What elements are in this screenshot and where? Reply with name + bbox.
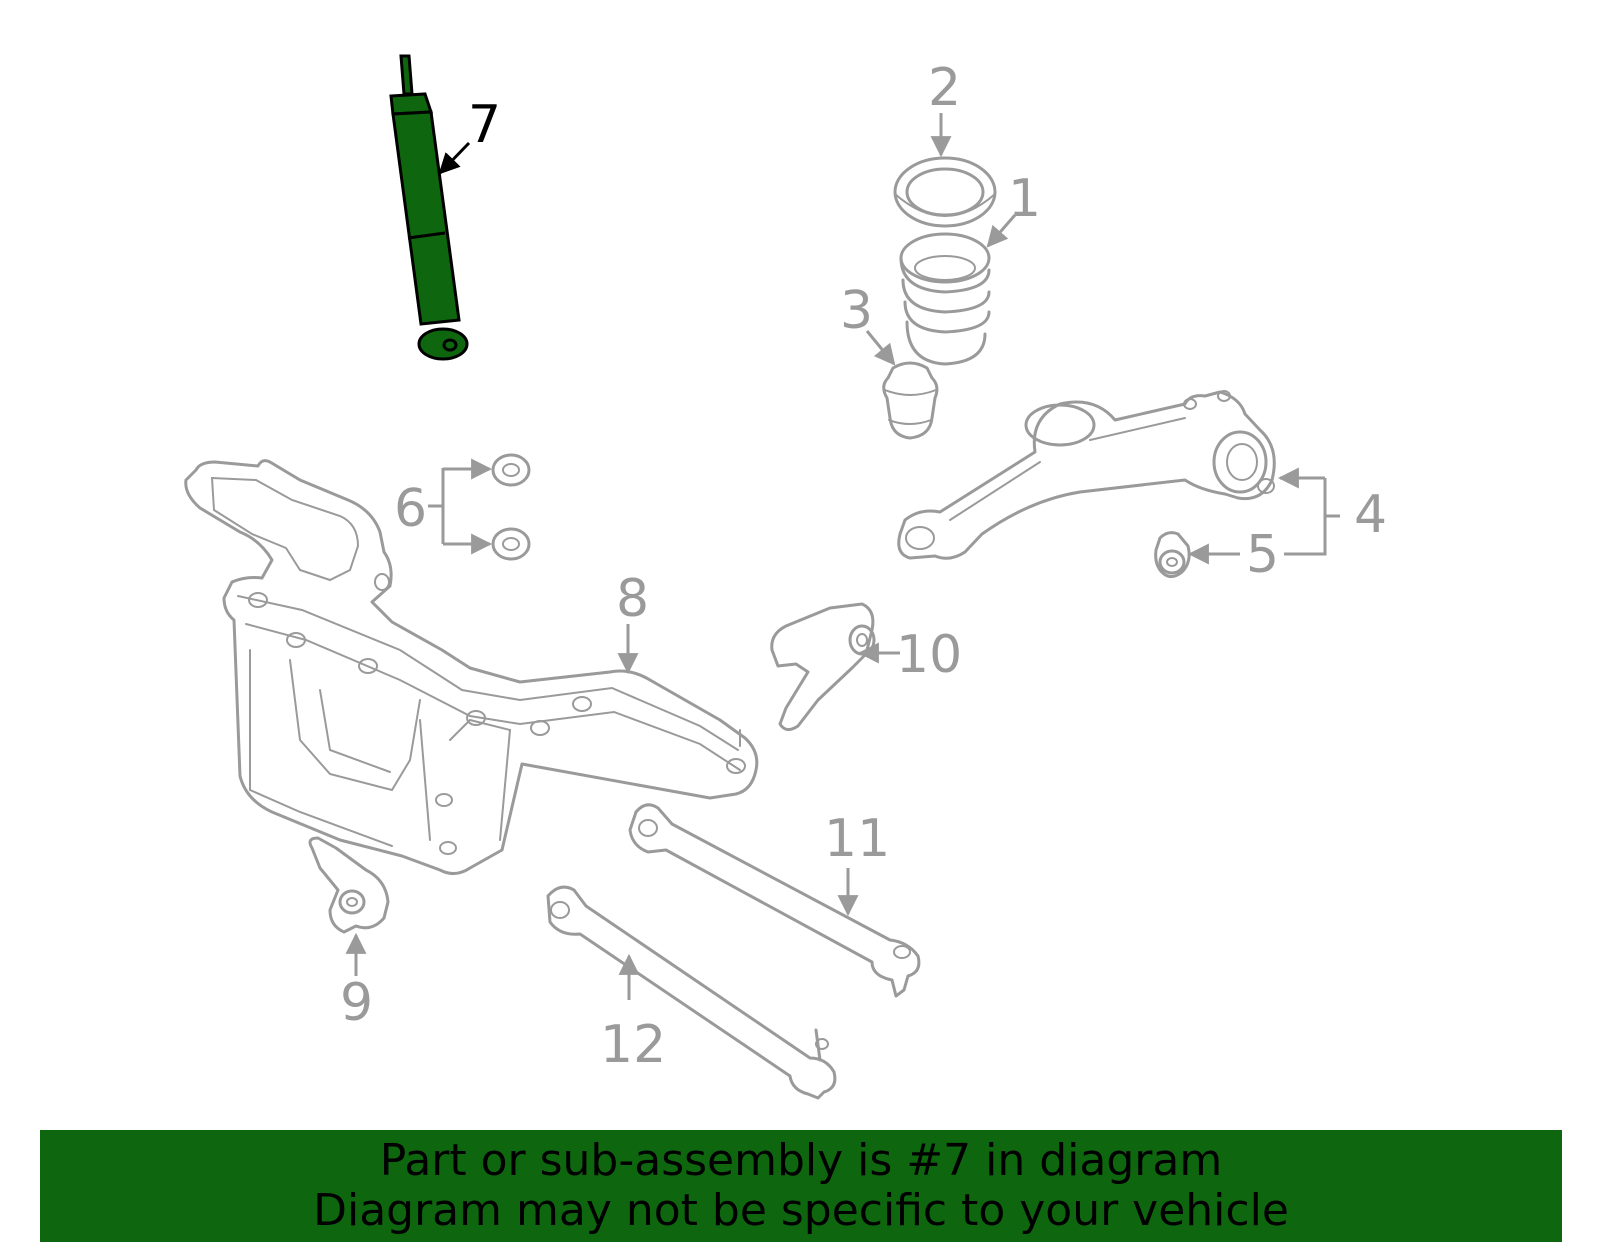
svg-text:5: 5: [1246, 525, 1279, 585]
svg-text:6: 6: [394, 479, 427, 539]
bracket-part-9[interactable]: [308, 836, 390, 934]
callout-9: 9: [340, 932, 373, 1033]
callout-8: 8: [616, 569, 649, 675]
nut-part-6-upper[interactable]: [491, 453, 531, 487]
callout-4: 4: [1277, 467, 1387, 556]
crossmember-part-8[interactable]: [184, 459, 759, 875]
svg-text:8: 8: [616, 569, 649, 629]
callout-1: 1: [986, 169, 1041, 248]
info-banner: Part or sub-assembly is #7 in diagram Di…: [40, 1130, 1562, 1242]
callout-7: 7: [438, 95, 501, 175]
svg-text:10: 10: [896, 625, 962, 685]
svg-text:4: 4: [1354, 485, 1387, 545]
nut-part-6-lower[interactable]: [491, 527, 531, 561]
svg-text:1: 1: [1008, 169, 1041, 229]
svg-text:11: 11: [824, 809, 890, 869]
callout-6: 6: [394, 458, 493, 555]
svg-text:12: 12: [600, 1015, 666, 1075]
jounce-bumper-part-3[interactable]: [882, 361, 939, 440]
svg-text:7: 7: [468, 95, 501, 155]
lateral-link-part-12[interactable]: [546, 885, 837, 1100]
callout-10: 10: [857, 625, 962, 685]
callout-12: 12: [600, 953, 666, 1075]
callout-11: 11: [824, 809, 890, 917]
control-arm-part-4[interactable]: [897, 390, 1276, 560]
svg-text:3: 3: [840, 281, 873, 341]
coil-spring-part-1[interactable]: [899, 232, 991, 366]
lateral-link-part-11[interactable]: [628, 803, 921, 998]
spring-insulator-part-2[interactable]: [893, 156, 997, 228]
callout-3: 3: [840, 281, 896, 366]
bracket-part-10[interactable]: [770, 602, 876, 731]
svg-text:9: 9: [340, 973, 373, 1033]
banner-line-2: Diagram may not be specific to your vehi…: [313, 1185, 1289, 1236]
shock-absorber-part-7[interactable]: [389, 54, 469, 361]
banner-line-1: Part or sub-assembly is #7 in diagram: [379, 1135, 1223, 1186]
bushing-part-5[interactable]: [1154, 531, 1191, 579]
callout-2: 2: [928, 58, 961, 158]
svg-text:2: 2: [928, 58, 961, 118]
callout-5: 5: [1187, 525, 1279, 585]
